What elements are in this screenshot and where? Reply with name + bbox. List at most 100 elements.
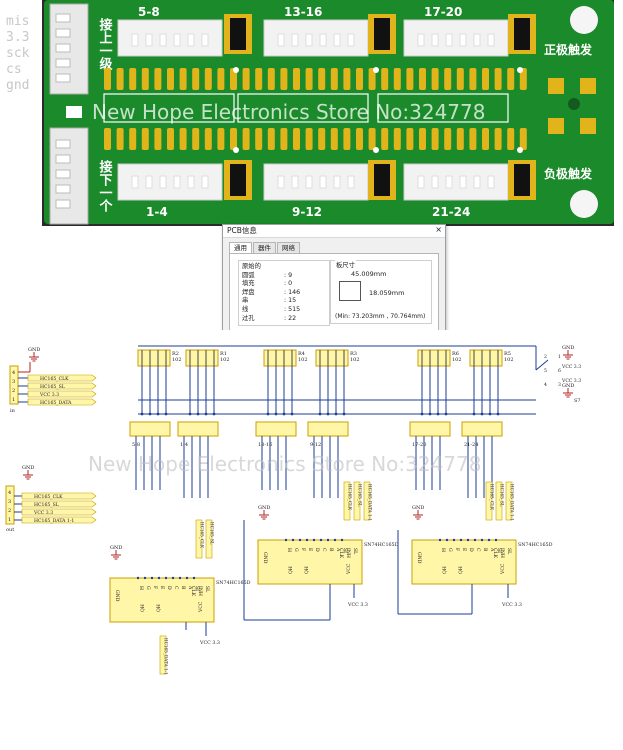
connector-slot [347, 175, 355, 189]
smd-pad [444, 68, 452, 90]
smd-pad [393, 128, 401, 150]
resistor-value: 102 [172, 357, 182, 363]
switch-pin: 5 [544, 368, 547, 374]
group-connector [255, 421, 297, 437]
smd-pad [368, 128, 376, 150]
gnd-label: GND [258, 505, 270, 511]
stat-row: 原始的 [242, 263, 261, 270]
bottom-connector-label: 21-24 [432, 205, 470, 219]
smd-pad [469, 68, 477, 90]
switch-ref: S7 [574, 398, 581, 404]
signal-label: cs [6, 62, 22, 77]
connector-slot [145, 175, 153, 189]
net-tag [21, 500, 97, 508]
left-bottom-label: 接下一个 [97, 159, 114, 212]
ic-junction [136, 576, 140, 580]
ic-junction [473, 538, 477, 542]
via-dot [373, 67, 379, 73]
group-label: 21-24 [464, 442, 478, 448]
ic-chip [514, 164, 530, 196]
group-connector [461, 421, 503, 437]
smd-pad [179, 128, 187, 150]
ic-pin: SI [342, 548, 348, 553]
vcc-label: VCC 3.3 [501, 602, 522, 608]
ic-pin: QH [288, 566, 294, 574]
close-icon[interactable]: × [435, 225, 442, 234]
smd-pad [456, 68, 464, 90]
dialog-pane: 原始的 圆弧: 9 填充: 0 焊盘: 146 串: 15 线: 515 过孔:… [229, 253, 439, 331]
ic-part: SN74HC165D [216, 580, 251, 586]
connector-slot [159, 175, 167, 189]
primitive-stats: 原始的 圆弧: 9 填充: 0 焊盘: 146 串: 15 线: 515 过孔:… [238, 260, 330, 327]
connector-slot [305, 33, 313, 47]
smd-pad [192, 68, 200, 90]
ic-chip [514, 18, 530, 50]
signal-label: mis [6, 14, 30, 29]
pcb-watermark: New Hope Electronics Store No:324778 [92, 100, 486, 124]
ic-junction [438, 538, 442, 542]
pcb-info-dialog[interactable]: PCB信息 × 通用器件网络 原始的 圆弧: 9 填充: 0 焊盘: 146 串… [222, 224, 446, 334]
switch-pin: 1 [558, 354, 561, 360]
group-label: 17-20 [412, 442, 426, 448]
smd-pad [116, 128, 124, 150]
connector-pin [55, 73, 71, 83]
negative-trigger-label: 负极触发 [544, 166, 593, 181]
ic-junction [319, 538, 323, 542]
dialog-tabs: 通用器件网络 [229, 242, 301, 254]
ic-part: SN74HC165D [518, 542, 553, 548]
board-size-group: 板尺寸 45.009mm 18.059mm (Min: 73.203mm , 7… [330, 260, 432, 324]
smd-pad [482, 128, 489, 150]
net-tag [21, 516, 97, 524]
connector-pin [55, 184, 71, 194]
tab-nets[interactable]: 网络 [277, 242, 300, 254]
tab-general[interactable]: 通用 [229, 242, 252, 254]
gnd-label: GND [22, 465, 34, 471]
resistor-value: 102 [452, 357, 462, 363]
group-label: 13-16 [258, 442, 272, 448]
smd-pad [519, 68, 527, 90]
smd-pad [217, 68, 225, 90]
group-label: 5-8 [132, 442, 140, 448]
stat-row: 焊盘: 146 [242, 288, 301, 296]
smd-pad [356, 68, 363, 90]
board-size-title: 板尺寸 [335, 260, 356, 269]
connector-slot [131, 33, 139, 47]
resistor-ref: R6 [452, 351, 459, 357]
smd-pad [280, 68, 288, 90]
smd-pad [494, 68, 502, 90]
left-top-label: 接上一级 [97, 17, 113, 71]
resistor-value: 102 [504, 357, 514, 363]
vertical-net-name: HC165_DATA 1-1 [368, 484, 373, 521]
connector-slot [291, 175, 299, 189]
group-connector [177, 421, 219, 437]
ic-pin: G [293, 548, 299, 552]
mounting-hole [570, 6, 598, 34]
ic-pin: H [440, 548, 446, 552]
gnd-label: GND [412, 505, 424, 511]
smd-pad [242, 128, 250, 150]
vertical-net-tag [485, 481, 493, 521]
smd-pad [293, 128, 300, 150]
resistor-ref: R2 [172, 351, 179, 357]
net-tag [27, 390, 97, 398]
resistor-array [263, 349, 297, 367]
tab-components[interactable]: 器件 [253, 242, 276, 254]
resistor-value: 102 [350, 357, 360, 363]
vertical-net-name: HC165_DATA 1-1 [164, 638, 169, 675]
ic-junction [340, 538, 344, 542]
connector-slot [291, 33, 299, 47]
smd-pad [393, 68, 401, 90]
vertical-net-tag [363, 481, 371, 521]
connector-slot [445, 175, 453, 189]
smd-pad [381, 68, 389, 90]
vertical-net-name: HC165_CLK [200, 522, 205, 549]
ic-junction [487, 538, 491, 542]
ic-gnd: GND [262, 552, 268, 564]
resistor-ref: R5 [504, 351, 511, 357]
group-connector [307, 421, 349, 437]
ic-pin: E [461, 548, 467, 551]
ic-pin: INH [345, 548, 351, 558]
net-name: VCC 3.3 [33, 510, 53, 516]
smd-pad [368, 68, 376, 90]
connector-pin [55, 43, 71, 53]
